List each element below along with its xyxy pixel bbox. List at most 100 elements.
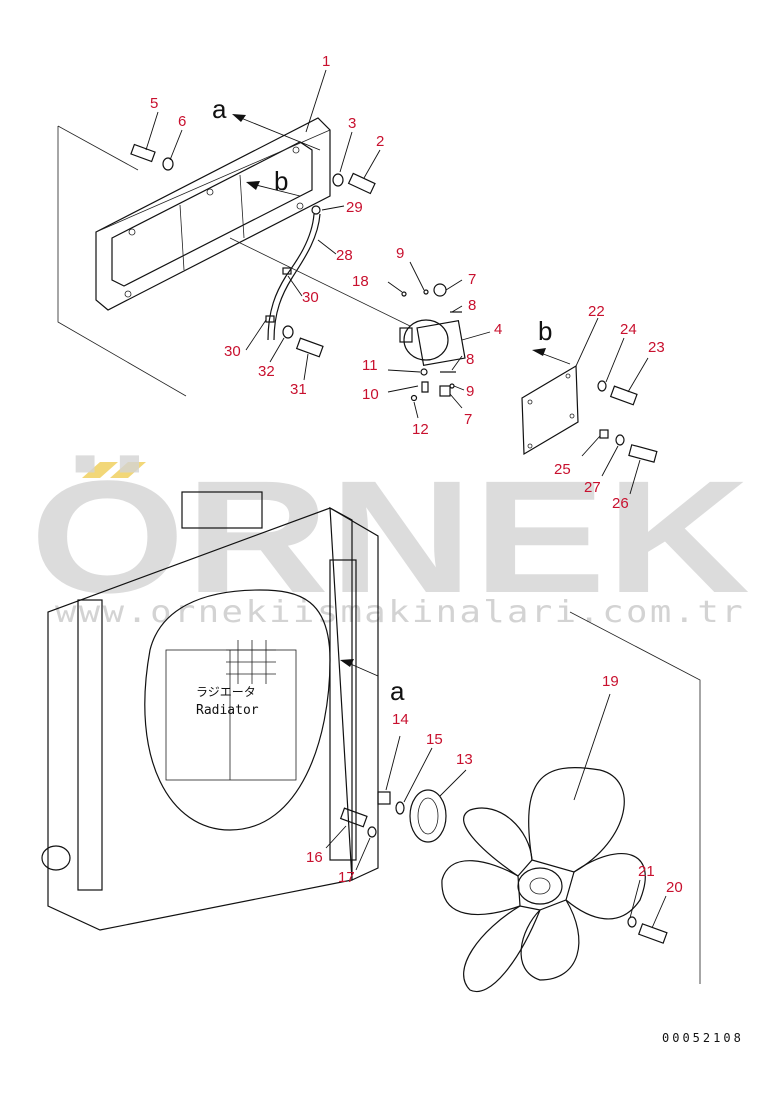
callout-27: 27	[584, 479, 601, 496]
mounting-bracket-group: a b	[57, 94, 376, 397]
side-pillar-left	[77, 599, 103, 891]
washer-24	[597, 380, 607, 392]
washer-32	[282, 325, 294, 339]
callout-21: 21	[638, 863, 655, 880]
view-a-letter-radiator: a	[390, 676, 405, 706]
bracket-hole-4	[124, 290, 132, 298]
radiator-label-en: Radiator	[196, 703, 259, 718]
fan-hub	[517, 867, 563, 905]
bracket-frame	[95, 117, 331, 311]
callout-19: 19	[602, 673, 619, 690]
radiator-group: ラジエータ Radiator a	[41, 491, 405, 931]
fitting-7-upper	[433, 283, 447, 297]
fan-group	[339, 611, 701, 993]
radiator-label-jp: ラジエータ	[196, 685, 256, 699]
bracket-hole-3	[292, 146, 300, 154]
callout-15: 15	[426, 731, 443, 748]
fan-blade-bottom-right	[520, 899, 580, 981]
callout-26: 26	[612, 495, 629, 512]
spacer-25	[599, 429, 609, 439]
watermark-brand: ÖRNEK	[30, 447, 750, 626]
clip-30-lower	[265, 315, 275, 323]
fan-blade-bottom	[463, 905, 541, 993]
bolt-2	[347, 172, 376, 195]
callout-1: 1	[322, 53, 330, 70]
watermark-accent-left	[82, 462, 118, 478]
outlet-pipe	[41, 845, 71, 871]
watermark-url: www.ornekiismakinalari.com.tr	[55, 595, 745, 630]
bracket-rib-1	[179, 204, 185, 271]
bracket-hole-2	[206, 188, 214, 196]
leader-lines	[145, 69, 667, 929]
plate-hole-3	[527, 443, 533, 449]
fan-blade-top	[528, 767, 625, 873]
callout-10: 10	[362, 386, 379, 403]
nut-14	[377, 791, 391, 805]
callout-20: 20	[666, 879, 683, 896]
fan-perspective-box	[569, 611, 701, 984]
bracket-hole-1	[128, 228, 136, 236]
view-b-plate-arrowhead	[532, 348, 546, 356]
valve-axis-line	[229, 237, 411, 327]
plate-hole-1	[527, 399, 533, 405]
radiator-frame-side	[329, 506, 379, 881]
fan-blade-right	[565, 853, 646, 920]
callout-30-lower: 30	[224, 343, 241, 360]
callout-5: 5	[150, 95, 158, 112]
callout-22: 22	[588, 303, 605, 320]
bolt-5	[130, 143, 156, 163]
callout-12: 12	[412, 421, 429, 438]
callout-9-lower: 9	[466, 383, 474, 400]
cover-plate-group: b	[521, 316, 658, 463]
callout-25: 25	[554, 461, 571, 478]
washer-3	[332, 173, 344, 187]
callout-18: 18	[352, 273, 369, 290]
watermark-accent-right	[110, 462, 146, 478]
washer-15	[395, 801, 405, 815]
side-pillar-right	[329, 559, 357, 861]
callout-13: 13	[456, 751, 473, 768]
callout-4: 4	[494, 321, 502, 338]
view-a-radiator-arrowhead	[340, 659, 354, 667]
bolt-26	[628, 444, 658, 463]
bracket-inner-window	[111, 141, 313, 287]
bracket-hole-5	[296, 202, 304, 210]
view-a-arrowhead	[232, 114, 246, 122]
grid-mark	[226, 640, 276, 684]
fan-hub-inner	[529, 877, 551, 895]
clip-30-upper	[282, 267, 292, 275]
view-a-arrow-line	[235, 115, 321, 151]
view-a-letter-top: a	[212, 94, 227, 124]
callout-23: 23	[648, 339, 665, 356]
callout-16: 16	[306, 849, 323, 866]
fan-blade-left	[441, 860, 521, 915]
cover-plate-22	[521, 364, 579, 456]
perspective-box-top	[57, 126, 187, 397]
document-code: 00052108	[662, 1031, 744, 1045]
valve-stem	[399, 327, 413, 343]
callout-7-lower: 7	[464, 411, 472, 428]
washer-6	[162, 157, 174, 171]
spacer-13	[409, 789, 447, 843]
callout-17: 17	[338, 869, 355, 886]
plate-hole-2	[565, 373, 571, 379]
bracket-rib-2	[239, 174, 245, 239]
callout-2: 2	[376, 133, 384, 150]
callout-32: 32	[258, 363, 275, 380]
callout-29: 29	[346, 199, 363, 216]
callout-31: 31	[290, 381, 307, 398]
fan-shroud-ring	[144, 589, 331, 831]
washer-27	[615, 434, 625, 446]
callout-14: 14	[392, 711, 409, 728]
bolt-31	[295, 337, 324, 358]
view-b-letter-plate: b	[538, 316, 552, 346]
elbow-10	[421, 381, 429, 393]
fitting-29	[311, 205, 321, 215]
washer-17	[367, 826, 377, 838]
view-b-arrow-line	[251, 183, 301, 197]
pin-9-upper	[423, 289, 429, 295]
view-b-letter-bracket: b	[274, 166, 288, 196]
pin-9-lower	[449, 383, 455, 389]
fan-blade-top-left	[463, 807, 533, 877]
